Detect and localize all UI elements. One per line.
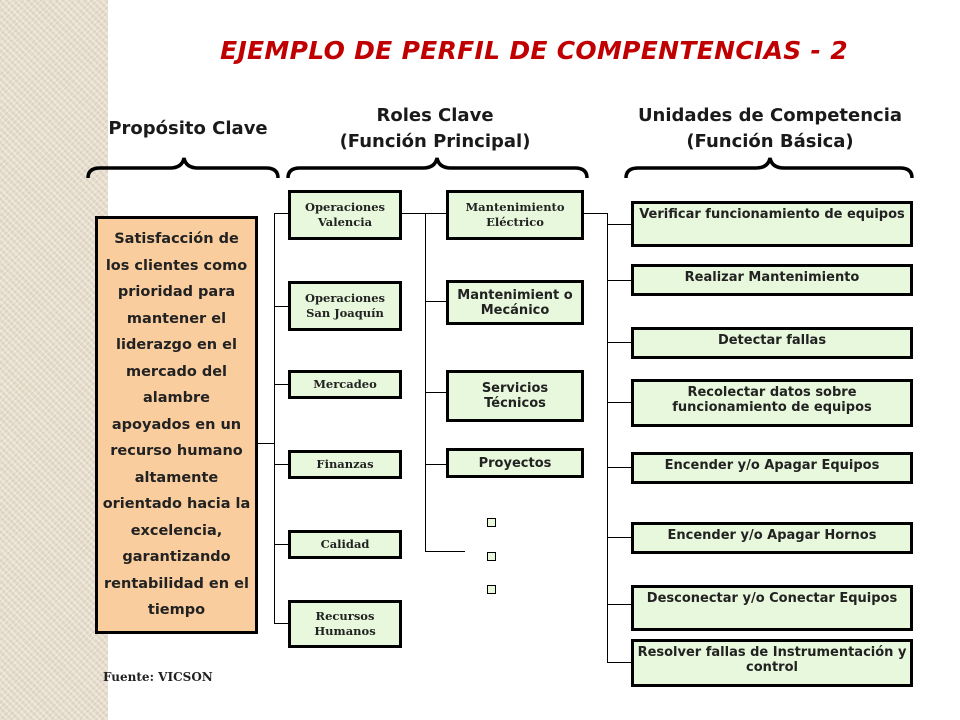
connector-role <box>425 551 465 552</box>
connector-role <box>425 301 446 302</box>
connector-unit <box>607 280 631 281</box>
connector-area <box>274 306 288 307</box>
connector-purpose <box>258 443 275 444</box>
continuation-dot <box>487 518 496 527</box>
connector-unit <box>607 342 631 343</box>
area-box: Operaciones San Joaquín <box>288 281 402 331</box>
purpose-box: Satisfacción de los clientes como priori… <box>95 216 258 634</box>
header-unidades-line1: Unidades de Competencia <box>637 105 903 126</box>
connector-unit <box>607 467 631 468</box>
role-box: Mantenimient o Mecánico <box>446 280 584 325</box>
connector-role <box>425 464 446 465</box>
connector-area <box>274 384 288 385</box>
role-box: Servicios Técnicos <box>446 370 584 422</box>
connector-role-units <box>584 213 608 214</box>
area-box: Calidad <box>288 530 402 559</box>
connector-unit <box>607 402 631 403</box>
connector-unit <box>607 537 631 538</box>
connector-unit <box>607 604 631 605</box>
source-caption: Fuente: VICSON <box>103 670 213 684</box>
connector-area <box>274 623 288 624</box>
header-proposito-label: Propósito Clave <box>108 118 268 139</box>
connector-units-vertical <box>607 213 608 663</box>
decorative-stripe <box>0 0 108 720</box>
connector-area <box>274 464 288 465</box>
brace-unidades <box>624 157 914 179</box>
continuation-dot <box>487 552 496 561</box>
role-box: Proyectos <box>446 448 584 478</box>
area-box: Finanzas <box>288 450 402 479</box>
area-box: Mercadeo <box>288 370 402 399</box>
header-proposito: Propósito Clave <box>98 116 278 142</box>
header-unidades-line2: (Función Básica) <box>686 131 854 152</box>
unit-box: Resolver fallas de Instrumentación y con… <box>631 639 913 687</box>
brace-roles <box>286 157 589 179</box>
header-roles-line1: Roles Clave <box>376 105 494 126</box>
connector-area <box>274 213 288 214</box>
header-unidades: Unidades de Competencia (Función Básica) <box>620 103 920 155</box>
brace-proposito <box>86 157 280 179</box>
area-box: Recursos Humanos <box>288 600 402 648</box>
connector-areas-vertical <box>274 213 275 623</box>
connector-area-roles <box>402 213 446 214</box>
unit-box: Encender y/o Apagar Equipos <box>631 452 913 484</box>
unit-box: Recolectar datos sobre funcionamiento de… <box>631 379 913 427</box>
header-roles-line2: (Función Principal) <box>339 131 531 152</box>
area-box: Operaciones Valencia <box>288 190 402 240</box>
role-box: Mantenimiento Eléctrico <box>446 190 584 240</box>
unit-box: Detectar fallas <box>631 327 913 359</box>
connector-unit <box>607 224 631 225</box>
unit-box: Encender y/o Apagar Hornos <box>631 522 913 554</box>
connector-unit <box>607 662 631 663</box>
connector-area <box>274 544 288 545</box>
connector-roles-vertical <box>425 213 426 552</box>
unit-box: Realizar Mantenimiento <box>631 264 913 296</box>
unit-box: Desconectar y/o Conectar Equipos <box>631 585 913 631</box>
connector-role <box>425 392 446 393</box>
page-title: EJEMPLO DE PERFIL DE COMPENTENCIAS - 2 <box>220 36 848 65</box>
header-roles: Roles Clave (Función Principal) <box>290 103 580 155</box>
unit-box: Verificar funcionamiento de equipos <box>631 201 913 247</box>
continuation-dot <box>487 585 496 594</box>
